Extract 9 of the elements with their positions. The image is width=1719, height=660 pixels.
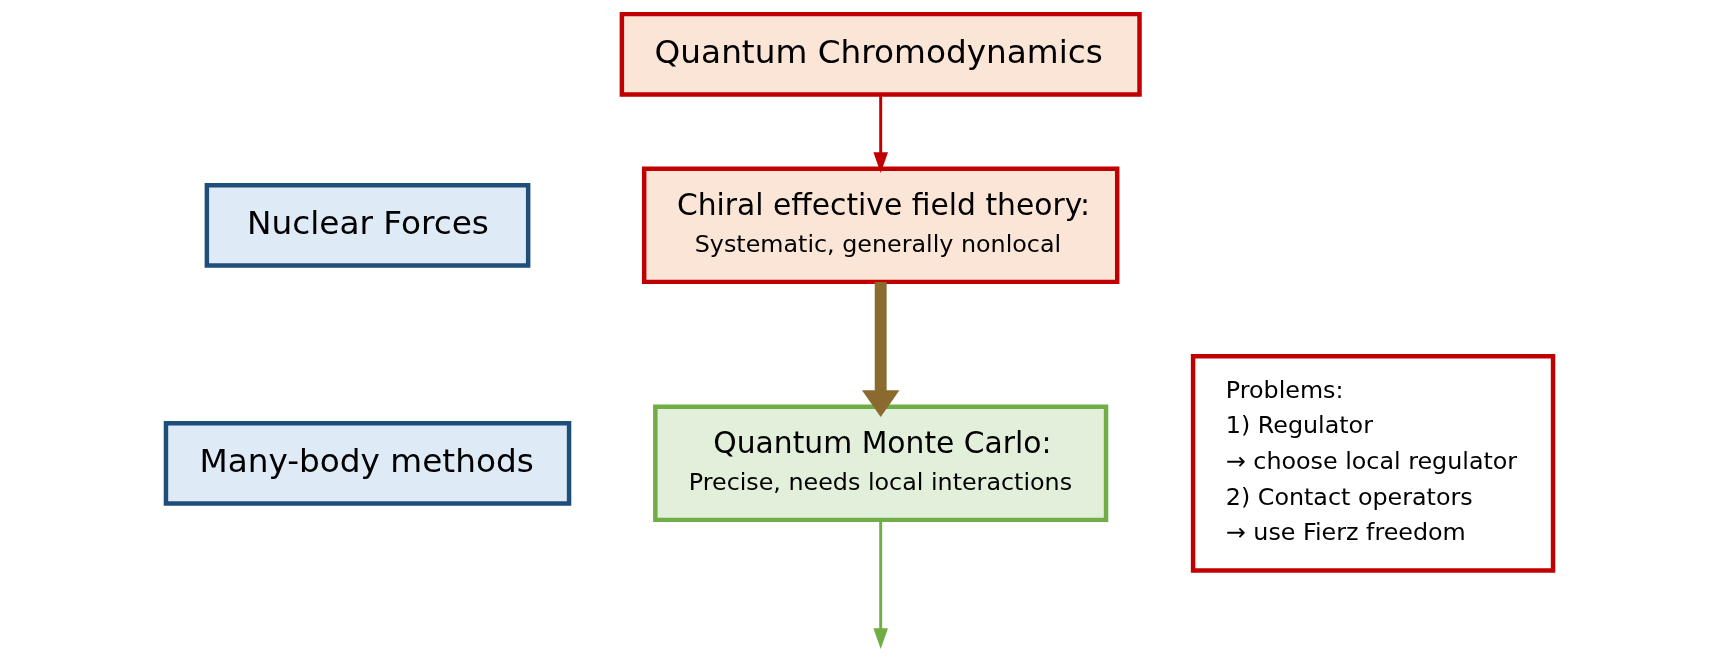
node-box: Many-body methods: [163, 420, 572, 506]
node-box: Nuclear Forces: [204, 182, 531, 268]
node-box: Quantum Chromodynamics: [619, 11, 1142, 97]
arrow: [861, 281, 900, 418]
arrow: [873, 520, 888, 650]
node-box: Quantum Monte Carlo: Precise, needs local interactions: [653, 404, 1109, 523]
arrow: [873, 94, 888, 174]
node-box: Chiral effective field theory: Systematic, generally nonlocal: [641, 166, 1120, 285]
node-box: Problems: 1) Regulator → choose local regulator 2) Contact operators → use Fierz freedom: [1190, 354, 1556, 573]
